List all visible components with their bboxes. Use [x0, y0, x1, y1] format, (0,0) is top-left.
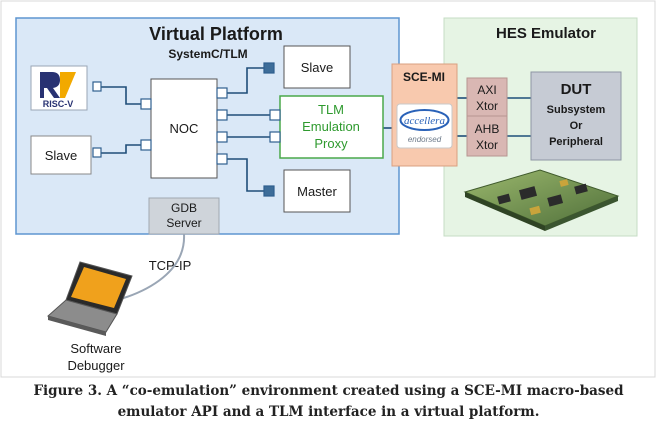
slave-left-label: Slave [45, 148, 78, 163]
port-connectors [92, 62, 281, 197]
port-tlm-1 [269, 109, 281, 121]
master-block: Master [283, 169, 351, 213]
gdb-server-line-1: GDB [171, 201, 197, 215]
accellera-logo: accellera endorsed [396, 103, 453, 149]
riscv-to-noc-line [101, 86, 141, 105]
port-slave-top [263, 62, 275, 74]
virtual-platform-title: Virtual Platform [149, 24, 283, 44]
dut-line-2: Subsystem [547, 104, 606, 116]
slave-left-block: Slave [30, 135, 92, 175]
axi-xtor-block: AXI Xtor [466, 77, 508, 119]
co-emulation-diagram: HES Emulator Virtual Platform SystemC/TL… [0, 0, 656, 378]
riscv-v-glyph [60, 72, 76, 98]
dut-title: DUT [561, 81, 592, 98]
ahb-xtor-line-2: Xtor [476, 138, 498, 152]
ahb-xtor-block: AHB Xtor [466, 115, 508, 157]
ahb-xtor-line-1: AHB [475, 122, 500, 136]
sce-mi-block: SCE-MI accellera endorsed [391, 63, 458, 167]
riscv-logo-text: RISC-V [43, 99, 74, 109]
port-tlm-2 [269, 131, 281, 143]
riscv-r-glyph [40, 72, 60, 98]
connection-lines [101, 67, 531, 192]
software-debugger-line-2: Debugger [67, 358, 125, 373]
software-debugger-line-1: Software [70, 341, 121, 356]
noc-block: NOC [150, 78, 218, 179]
figure-caption-line-1: Figure 3. A “co-emulation” environment c… [33, 383, 624, 399]
port-noc-out-1 [216, 87, 228, 99]
laptop-icon [46, 261, 133, 336]
systemc-tlm-subtitle: SystemC/TLM [168, 47, 247, 61]
port-noc-out-2 [216, 109, 228, 121]
tlm-proxy-line-3: Proxy [314, 136, 348, 151]
emulator-board-image [463, 169, 620, 231]
noc-label: NOC [170, 121, 199, 136]
accellera-endorsed-text: endorsed [408, 135, 442, 144]
port-riscv [92, 81, 102, 92]
axi-xtor-line-2: Xtor [476, 99, 498, 113]
slave-top-block: Slave [283, 45, 351, 89]
slave-top-label: Slave [301, 60, 334, 75]
port-noc-in-1 [140, 98, 152, 110]
tlm-emulation-proxy-block: TLM Emulation Proxy [279, 95, 384, 159]
master-label: Master [297, 184, 337, 199]
riscv-logo: RISC-V [30, 65, 88, 111]
tcp-ip-label: TCP-IP [149, 258, 192, 273]
tlm-proxy-line-1: TLM [318, 102, 344, 117]
gdb-server-line-2: Server [166, 216, 201, 230]
port-noc-out-4 [216, 153, 228, 165]
port-noc-out-3 [216, 131, 228, 143]
slave-to-noc-line [101, 144, 141, 154]
dut-line-3: Or [570, 120, 584, 132]
dut-line-4: Peripheral [549, 136, 603, 148]
accellera-logo-text: accellera [404, 115, 445, 127]
port-master [263, 185, 275, 197]
tlm-proxy-line-2: Emulation [302, 119, 360, 134]
port-noc-in-2 [140, 139, 152, 151]
figure-caption-line-2: emulator API and a TLM interface in a vi… [117, 404, 540, 420]
noc-to-slave-line [227, 67, 264, 94]
port-slave-left [92, 147, 102, 158]
axi-xtor-line-1: AXI [477, 83, 496, 97]
dut-block: DUT Subsystem Or Peripheral [530, 71, 622, 161]
sce-mi-label: SCE-MI [403, 70, 445, 84]
hes-emulator-title: HES Emulator [496, 25, 596, 42]
gdb-server-block: GDB Server [148, 197, 220, 235]
noc-to-master-line [227, 158, 264, 192]
